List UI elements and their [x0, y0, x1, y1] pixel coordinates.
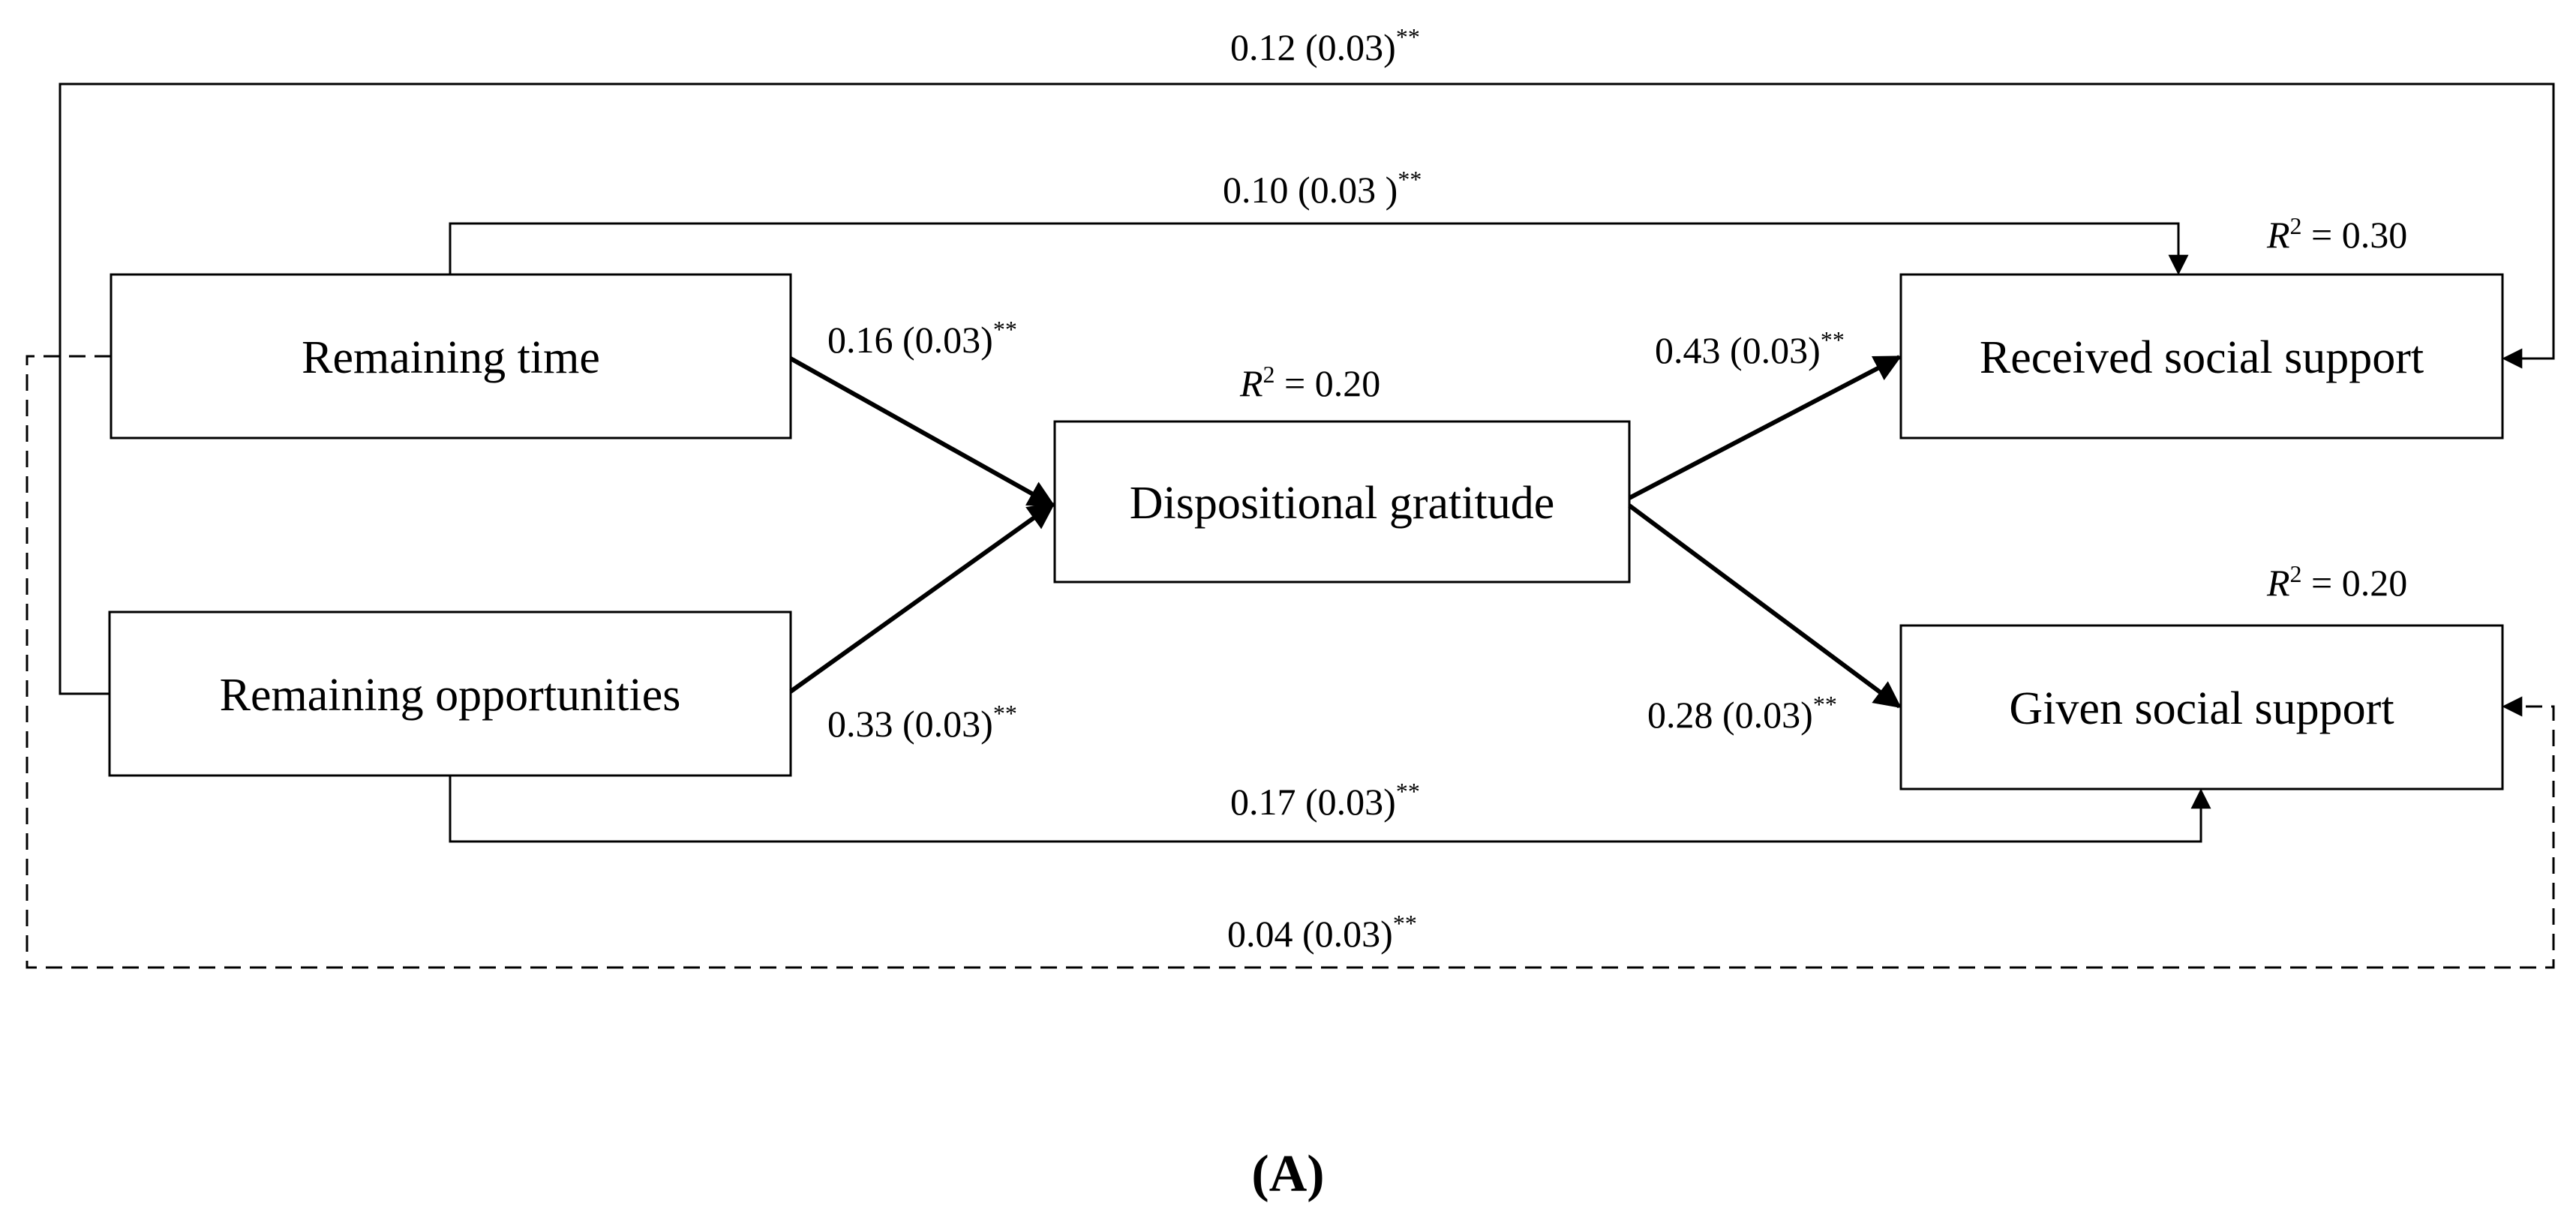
coef-opportunities-to-gratitude: 0.33 (0.03)**	[827, 700, 1017, 745]
node-remaining-time: Remaining time	[110, 273, 792, 440]
arrow-gratitude-to-given	[1628, 503, 1902, 709]
arrow-opportunities-to-gratitude	[789, 502, 1055, 694]
node-dispositional-gratitude: Dispositional gratitude	[1053, 420, 1631, 584]
arrow-time-to-received	[449, 222, 2189, 275]
arrow-opportunities-to-received	[59, 82, 2555, 695]
panel-label: (A)	[1251, 1145, 1324, 1203]
coef-opportunities-to-received: 0.12 (0.03)**	[1230, 23, 1420, 68]
arrow-gratitude-to-received	[1628, 355, 1902, 500]
node-label-remaining-time: Remaining time	[302, 332, 600, 383]
node-given-social-support: Given social support	[1899, 624, 2504, 790]
r2-dispositional-gratitude: R2 = 0.20	[1239, 361, 1380, 404]
arrow-time-to-gratitude	[789, 356, 1056, 508]
node-label-given-social-support: Given social support	[2009, 683, 2394, 734]
coef-time-to-given: 0.04 (0.03)**	[1227, 910, 1417, 955]
arrow-opportunities-to-given	[449, 776, 2211, 843]
node-remaining-opportunities: Remaining opportunities	[108, 610, 792, 777]
node-label-dispositional-gratitude: Dispositional gratitude	[1130, 478, 1555, 529]
coef-time-to-received: 0.10 (0.03 )**	[1223, 166, 1422, 211]
coef-time-to-gratitude: 0.16 (0.03)**	[827, 316, 1017, 361]
r2-received-social-support: R2 = 0.30	[2266, 212, 2407, 256]
coef-gratitude-to-received: 0.43 (0.03)**	[1655, 326, 1845, 371]
r2-given-social-support: R2 = 0.20	[2266, 560, 2407, 604]
node-label-received-social-support: Received social support	[1980, 332, 2424, 383]
node-received-social-support: Received social support	[1899, 273, 2504, 440]
node-label-remaining-opportunities: Remaining opportunities	[220, 670, 681, 721]
coef-opportunities-to-given: 0.17 (0.03)**	[1230, 778, 1420, 823]
coef-gratitude-to-given: 0.28 (0.03)**	[1647, 691, 1837, 736]
